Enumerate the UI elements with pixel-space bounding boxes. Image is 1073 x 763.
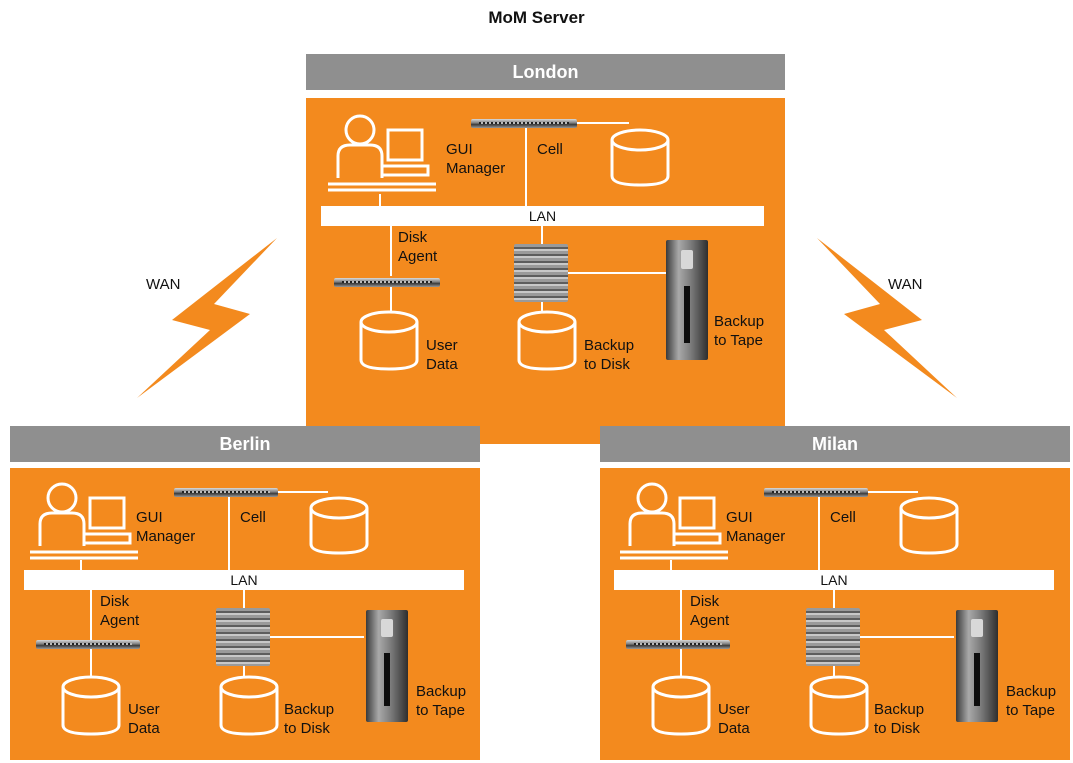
backup-disk-link <box>833 666 835 682</box>
site-header: Berlin <box>10 426 480 462</box>
backup-tape-label: Backup to Tape <box>416 683 467 719</box>
disk-array-media-agent <box>514 244 568 302</box>
user-data-label: User Data <box>426 337 458 373</box>
user-data-link <box>90 649 92 677</box>
disk-agent-server <box>334 278 440 287</box>
disk-agent-label: Disk Agent <box>398 229 438 265</box>
tape-library-window <box>381 618 393 637</box>
site-berlin: Berlin GUI Manager Cell LAN Disk Agent <box>10 426 480 762</box>
user-data-link <box>390 287 392 315</box>
tape-library-slot <box>384 652 390 707</box>
gui-manager-label: GUI Manager <box>726 509 786 545</box>
backup-disk-label: Backup to Disk <box>284 701 335 737</box>
gui-link <box>379 194 381 206</box>
tape-library-slot <box>684 285 690 344</box>
disk-agent-link <box>680 590 682 640</box>
user-data-label: User Data <box>718 701 750 737</box>
disk-agent-server <box>626 640 730 649</box>
user-data-database-icon <box>359 310 419 371</box>
backup-tape-label: Backup to Tape <box>1006 683 1057 719</box>
disk-agent-server <box>36 640 140 649</box>
site-body: GUI Manager Cell LAN Disk Agent User Dat… <box>600 468 1070 760</box>
backup-disk-label: Backup to Disk <box>584 337 635 373</box>
cell-database-icon <box>899 496 959 555</box>
media-agent-link <box>541 226 543 244</box>
cell-disk-link <box>577 122 629 124</box>
disk-array-media-agent <box>806 608 860 666</box>
disk-agent-label: Disk Agent <box>100 593 140 629</box>
gui-manager-user-icon <box>30 482 138 560</box>
backup-disk-label: Backup to Disk <box>874 701 925 737</box>
backup-disk-database-icon <box>809 675 869 736</box>
disk-agent-link <box>90 590 92 640</box>
backup-disk-database-icon <box>219 675 279 736</box>
page-title: MoM Server <box>488 8 585 27</box>
cell-manager-server <box>764 488 868 497</box>
cell-database-icon <box>309 496 369 555</box>
lan-bar: LAN <box>614 570 1054 590</box>
tape-library <box>666 240 708 360</box>
backup-disk-link <box>541 302 543 318</box>
media-agent-link <box>243 590 245 608</box>
disk-agent-label: Disk Agent <box>690 593 730 629</box>
user-data-label: User Data <box>128 701 160 737</box>
site-milan: Milan GUI Manager Cell LAN Disk Agent U <box>600 426 1070 762</box>
gui-manager-line1: GUI Manager <box>446 141 506 177</box>
user-data-database-icon <box>651 675 711 736</box>
tape-library-window <box>681 249 693 269</box>
cell-label: Cell <box>240 509 266 526</box>
disk-array-media-agent <box>216 608 270 666</box>
wan-right-bolt-icon <box>817 238 957 398</box>
tape-library-window <box>971 618 983 637</box>
gui-manager-user-icon <box>620 482 728 560</box>
array-tape-link <box>860 636 954 638</box>
tape-library <box>956 610 998 722</box>
user-data-database-icon <box>61 675 121 736</box>
cell-link <box>525 128 527 206</box>
cell-manager-server <box>174 488 278 497</box>
backup-tape-label: Backup to Tape <box>714 313 765 349</box>
site-body: GUI Manager Cell LAN Disk Agent User Dat… <box>306 98 785 444</box>
cell-link <box>228 497 230 570</box>
gui-manager-user-icon <box>328 114 436 192</box>
cell-label: Cell <box>830 509 856 526</box>
lan-bar: LAN <box>321 206 764 226</box>
lan-bar: LAN <box>24 570 464 590</box>
gui-manager-label: GUI Manager <box>136 509 196 545</box>
disk-agent-link <box>390 226 392 276</box>
backup-disk-link <box>243 666 245 682</box>
cell-link <box>818 497 820 570</box>
cell-label: Cell <box>537 141 563 158</box>
gui-manager-label: GUI Manager <box>446 140 505 178</box>
array-tape-link <box>270 636 364 638</box>
tape-library-slot <box>974 652 980 707</box>
tape-library <box>366 610 408 722</box>
wan-left-bolt-icon <box>137 238 277 398</box>
cell-disk-link <box>278 491 328 493</box>
site-header: London <box>306 54 785 90</box>
site-header: Milan <box>600 426 1070 462</box>
cell-database-icon <box>610 128 670 187</box>
cell-disk-link <box>868 491 918 493</box>
array-tape-link <box>568 272 666 274</box>
gui-link <box>80 560 82 570</box>
gui-link <box>670 560 672 570</box>
backup-disk-database-icon <box>517 310 577 371</box>
site-body: GUI Manager Cell LAN Disk Agent User Dat… <box>10 468 480 760</box>
media-agent-link <box>833 590 835 608</box>
wan-left-label: WAN <box>146 276 181 293</box>
site-london: London GUI Manager Cell LAN Disk Agent <box>306 54 785 444</box>
user-data-link <box>680 649 682 677</box>
cell-manager-server <box>471 119 577 128</box>
wan-right-label: WAN <box>888 276 923 293</box>
